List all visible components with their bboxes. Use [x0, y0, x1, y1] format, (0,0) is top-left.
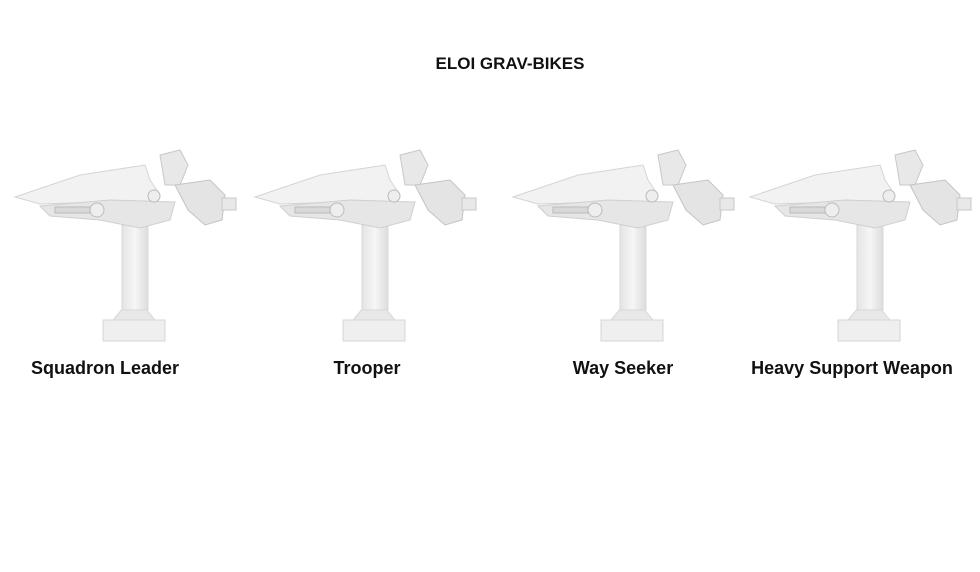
page-title: ELOI GRAV-BIKES — [435, 54, 585, 73]
heavy-support-weapon-bike-image — [745, 140, 980, 350]
model-label-squadron-leader: Squadron Leader — [30, 358, 180, 378]
trooper-bike-image — [250, 140, 490, 350]
model-label-way-seeker: Way Seeker — [572, 358, 674, 378]
way-seeker-bike-image — [508, 140, 748, 350]
squadron-leader-bike-image — [10, 140, 250, 350]
model-label-trooper: Trooper — [333, 358, 401, 378]
model-label-heavy-support-weapon: Heavy Support Weapon — [751, 358, 953, 378]
